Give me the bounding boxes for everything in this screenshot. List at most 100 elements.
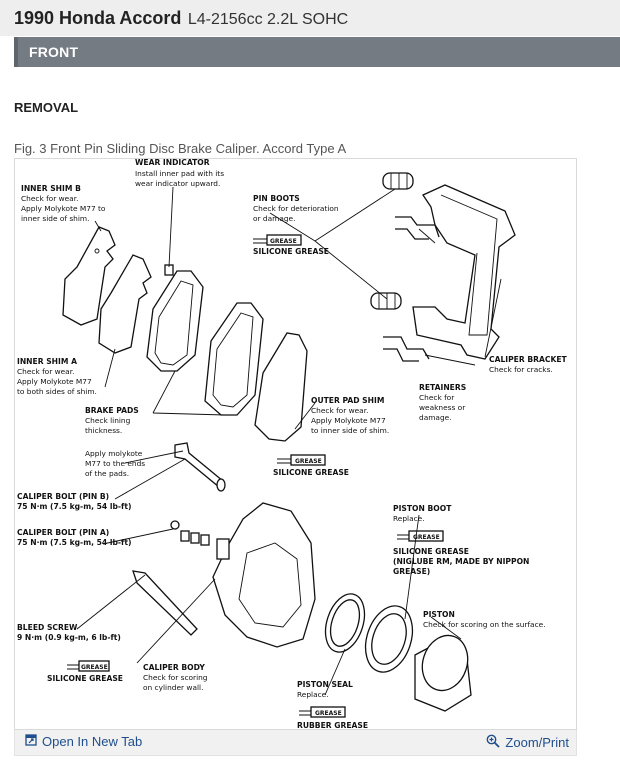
label-piston: PISTON bbox=[423, 610, 455, 619]
svg-text:GREASE: GREASE bbox=[270, 238, 297, 245]
label-brake-pads: BRAKE PADS bbox=[85, 406, 139, 415]
label-caliper-body-l2: on cylinder wall. bbox=[143, 683, 203, 692]
svg-text:Replace.: Replace. bbox=[297, 690, 329, 699]
label-bleed-screw: BLEED SCREW bbox=[17, 623, 78, 632]
svg-text:OUTER PAD SHIM: OUTER PAD SHIM bbox=[311, 396, 384, 405]
svg-text:PISTON SEAL: PISTON SEAL bbox=[297, 680, 353, 689]
svg-text:BRAKE PADS: BRAKE PADS bbox=[85, 406, 139, 415]
svg-text:CALIPER BOLT (PIN A): CALIPER BOLT (PIN A) bbox=[17, 528, 109, 537]
caliper-bolt-a-drawing bbox=[132, 570, 198, 636]
svg-text:SILICONE GREASE: SILICONE GREASE bbox=[253, 247, 329, 256]
title-bar: 1990 Honda Accord L4-2156cc 2.2L SOHC bbox=[0, 0, 620, 36]
svg-text:75 N·m (7.5 kg-m, 54 lb-ft): 75 N·m (7.5 kg-m, 54 lb-ft) bbox=[17, 538, 131, 547]
label-rubber-grease: RUBBER GREASE bbox=[297, 721, 368, 730]
label-caliper-bolt-b: CALIPER BOLT (PIN B) bbox=[17, 492, 109, 501]
pin-boots-drawing bbox=[370, 172, 414, 310]
label-bleed-screw-torque: 9 N·m (0.9 kg-m, 6 lb-ft) bbox=[17, 633, 121, 642]
label-silicone-grease-4: SILICONE GREASE bbox=[47, 674, 123, 683]
label-piston-seal: PISTON SEAL bbox=[297, 680, 353, 689]
label-wear-indicator-l1: Install inner pad with its bbox=[135, 169, 224, 178]
svg-text:GREASE: GREASE bbox=[413, 534, 440, 541]
svg-text:PISTON: PISTON bbox=[423, 610, 455, 619]
svg-text:RETAINERS: RETAINERS bbox=[419, 383, 466, 392]
label-retainers-l1: Check for bbox=[419, 393, 455, 402]
retainers-drawing bbox=[383, 216, 440, 362]
svg-text:weakness or: weakness or bbox=[419, 403, 466, 412]
piston-drawing bbox=[414, 634, 472, 712]
svg-text:(NIGLUBE RM, MADE BY NIPPON: (NIGLUBE RM, MADE BY NIPPON bbox=[393, 557, 529, 566]
label-apply-molykote-l1: M77 to the ends bbox=[85, 459, 145, 468]
outer-pad-drawing bbox=[204, 302, 264, 416]
label-apply-molykote-l2: of the pads. bbox=[85, 469, 129, 478]
label-brake-pads-l2: thickness. bbox=[85, 426, 122, 435]
svg-text:CALIPER BODY: CALIPER BODY bbox=[143, 663, 205, 672]
svg-text:SILICONE GREASE: SILICONE GREASE bbox=[273, 468, 349, 477]
label-caliper-bracket: CALIPER BRACKET bbox=[489, 355, 568, 364]
svg-text:INNER SHIM A: INNER SHIM A bbox=[17, 357, 77, 366]
svg-text:Check for scoring on the surfa: Check for scoring on the surface. bbox=[423, 620, 546, 629]
grease-tube-icon-5 bbox=[299, 706, 346, 718]
piston-boot-drawing bbox=[364, 605, 414, 673]
brake-caliper-figure[interactable]: WEAR INDICATOR Install inner pad with it… bbox=[14, 158, 577, 730]
section-header-front[interactable]: FRONT bbox=[14, 37, 620, 67]
label-silicone-grease-3-l1: (NIGLUBE RM, MADE BY NIPPON bbox=[393, 557, 529, 566]
label-outer-pad-shim-l3: to inner side of shim. bbox=[311, 426, 389, 435]
svg-text:of the pads.: of the pads. bbox=[85, 469, 129, 478]
grease-tag-1: GREASE bbox=[270, 238, 297, 245]
zoom-print-link[interactable]: Zoom/Print bbox=[486, 734, 569, 751]
svg-text:thickness.: thickness. bbox=[85, 426, 122, 435]
zoom-in-icon bbox=[486, 734, 501, 751]
caliper-body-drawing bbox=[212, 502, 316, 648]
svg-text:GREASE: GREASE bbox=[81, 664, 108, 671]
svg-text:Apply Molykote M77 to: Apply Molykote M77 to bbox=[21, 204, 106, 213]
svg-text:Check for wear.: Check for wear. bbox=[21, 194, 78, 203]
svg-text:Check lining: Check lining bbox=[85, 416, 131, 425]
svg-text:Apply molykote: Apply molykote bbox=[85, 449, 143, 458]
svg-text:PIN BOOTS: PIN BOOTS bbox=[253, 194, 300, 203]
svg-text:Check for cracks.: Check for cracks. bbox=[489, 365, 553, 374]
label-brake-pads-l1: Check lining bbox=[85, 416, 131, 425]
label-caliper-body-l1: Check for scoring bbox=[143, 673, 208, 682]
label-piston-boot-l1: Replace. bbox=[393, 514, 425, 523]
label-inner-shim-b-l1: Check for wear. bbox=[21, 194, 78, 203]
figure-toolbar: Open In New Tab Zoom/Print bbox=[14, 730, 577, 756]
figure-caption: Fig. 3 Front Pin Sliding Disc Brake Cali… bbox=[14, 141, 347, 156]
label-wear-indicator: WEAR INDICATOR bbox=[135, 159, 210, 167]
label-caliper-body: CALIPER BODY bbox=[143, 663, 205, 672]
leader-lines bbox=[76, 186, 502, 696]
label-silicone-grease-3-l2: GREASE) bbox=[393, 567, 430, 576]
label-inner-shim-a: INNER SHIM A bbox=[17, 357, 77, 366]
svg-text:Replace.: Replace. bbox=[393, 514, 425, 523]
label-apply-molykote-l0: Apply molykote bbox=[85, 449, 143, 458]
label-caliper-bolt-a-torque: 75 N·m (7.5 kg-m, 54 lb-ft) bbox=[17, 538, 131, 547]
svg-text:Apply Molykote M77: Apply Molykote M77 bbox=[311, 416, 386, 425]
label-inner-shim-b: INNER SHIM B bbox=[21, 184, 81, 193]
label-piston-seal-l1: Replace. bbox=[297, 690, 329, 699]
svg-text:SILICONE GREASE: SILICONE GREASE bbox=[47, 674, 123, 683]
label-inner-shim-b-l3: inner side of shim. bbox=[21, 214, 89, 223]
label-inner-shim-a-l1: Check for wear. bbox=[17, 367, 74, 376]
label-retainers: RETAINERS bbox=[419, 383, 466, 392]
label-inner-shim-a-l3: to both sides of shim. bbox=[17, 387, 97, 396]
label-caliper-bracket-l1: Check for cracks. bbox=[489, 365, 553, 374]
inner-shim-b-drawing bbox=[62, 226, 116, 326]
svg-text:BLEED SCREW: BLEED SCREW bbox=[17, 623, 78, 632]
grease-tube-icon-2 bbox=[277, 454, 326, 466]
svg-text:GREASE: GREASE bbox=[315, 710, 342, 717]
label-retainers-l2: weakness or bbox=[419, 403, 466, 412]
open-in-new-tab-label: Open In New Tab bbox=[42, 734, 143, 749]
caliper-bolt-b-drawing bbox=[174, 442, 226, 492]
svg-text:75 N·m (7.5 kg-m, 54 lb-ft): 75 N·m (7.5 kg-m, 54 lb-ft) bbox=[17, 502, 131, 511]
svg-text:to inner side of shim.: to inner side of shim. bbox=[311, 426, 389, 435]
label-caliper-bolt-a: CALIPER BOLT (PIN A) bbox=[17, 528, 109, 537]
label-pin-boots: PIN BOOTS bbox=[253, 194, 300, 203]
svg-text:PISTON BOOT: PISTON BOOT bbox=[393, 504, 452, 513]
svg-text:Check for: Check for bbox=[419, 393, 455, 402]
svg-text:on cylinder wall.: on cylinder wall. bbox=[143, 683, 203, 692]
grease-tube-icon-3 bbox=[397, 530, 444, 542]
label-retainers-l3: damage. bbox=[419, 413, 452, 422]
label-piston-boot: PISTON BOOT bbox=[393, 504, 452, 513]
svg-text:SILICONE GREASE: SILICONE GREASE bbox=[393, 547, 469, 556]
label-inner-shim-a-l2: Apply Molykote M77 bbox=[17, 377, 92, 386]
open-in-new-tab-link[interactable]: Open In New Tab bbox=[25, 734, 142, 749]
